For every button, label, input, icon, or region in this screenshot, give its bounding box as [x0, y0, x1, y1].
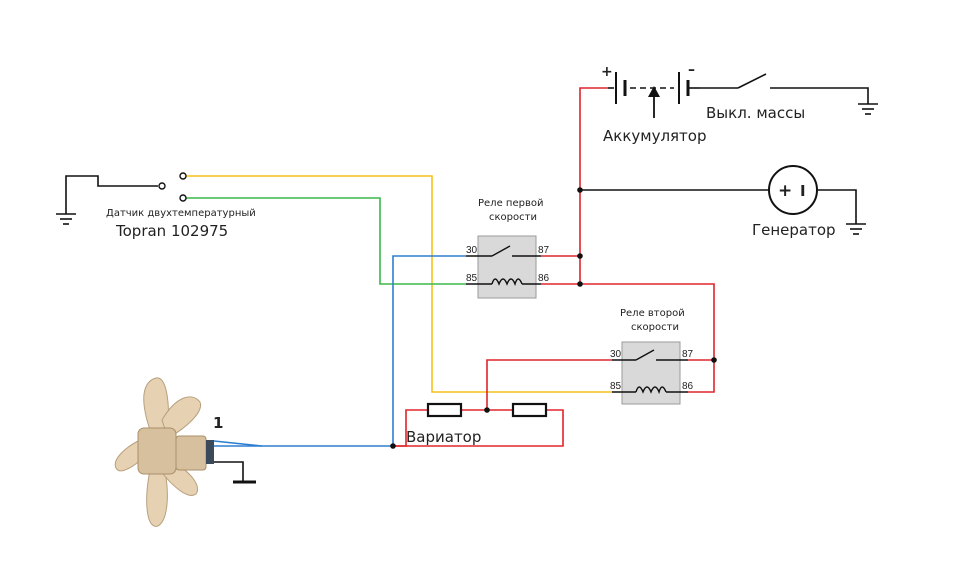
sensor-label: Датчик двухтемпературный [106, 208, 256, 219]
wire-red-to-relay2-86 [580, 283, 715, 393]
wire-blue-fan-stub [213, 440, 263, 447]
relay2-pin-87: 87 [682, 349, 694, 360]
fan-blade [146, 465, 168, 527]
wire-black-sensor-ground [65, 175, 158, 214]
generator-icon [768, 165, 818, 215]
wire-red-variator-left [393, 409, 428, 447]
relay2-title-line2: скорости [631, 322, 679, 333]
generator-label: Генератор [752, 221, 836, 239]
wire-red-variator-loop [393, 409, 564, 447]
wire-red-main-vertical [541, 87, 608, 285]
mass-switch-label: Выкл. массы [706, 104, 805, 122]
junction-dot [577, 281, 583, 287]
relay1-title-line2: скорости [489, 212, 537, 223]
relay2-pin-86: 86 [682, 381, 694, 392]
relay2-pin-85: 85 [610, 381, 622, 392]
relay1-pin-30: 30 [466, 245, 478, 256]
sensor-switch-icon [158, 172, 187, 202]
relay2-box [612, 341, 688, 405]
ground-icon [846, 223, 866, 235]
battery-label: Аккумулятор [603, 127, 707, 145]
mass-switch-icon [737, 73, 767, 89]
relay2-title-line1: Реле второй [620, 308, 685, 319]
relay1-box [466, 235, 541, 299]
wire-black-generator-ground [818, 189, 857, 224]
wire-blue [210, 255, 466, 447]
battery-minus-sign: – [688, 62, 695, 78]
resistor-icon [511, 402, 548, 418]
battery-icon [608, 72, 700, 104]
generator-plus-sign: + [778, 181, 792, 201]
fan-hub [137, 427, 177, 475]
fan-icon [114, 377, 214, 527]
fan-pin-label: 1 [213, 414, 223, 432]
wire-green [186, 197, 466, 285]
relay1-pin-87: 87 [538, 245, 550, 256]
wire-black-fan-ground [212, 461, 244, 482]
junction-dot [484, 407, 490, 413]
battery-plus-sign: + [601, 64, 613, 80]
junction-dot [577, 187, 583, 193]
wire-black-mass-to-ground [770, 87, 869, 104]
sensor-model: Topran 102975 [115, 222, 228, 240]
relay1-title-line1: Реле первой [478, 198, 543, 209]
ground-icon [56, 213, 76, 225]
wire-red-relay2-30 [486, 359, 612, 410]
relay1-pin-86: 86 [538, 273, 550, 284]
arrow-up-icon [648, 86, 660, 118]
resistor-icon [426, 402, 463, 418]
relay2-pin-30: 30 [610, 349, 622, 360]
ground-icon [858, 103, 878, 115]
variator-label: Вариатор [406, 428, 481, 446]
relay1-pin-85: 85 [466, 273, 478, 284]
junction-dot [711, 357, 717, 363]
fan-motor [175, 435, 207, 471]
junction-dot [390, 443, 396, 449]
generator-minus-sign: I [800, 182, 806, 200]
junction-dot [577, 253, 583, 259]
